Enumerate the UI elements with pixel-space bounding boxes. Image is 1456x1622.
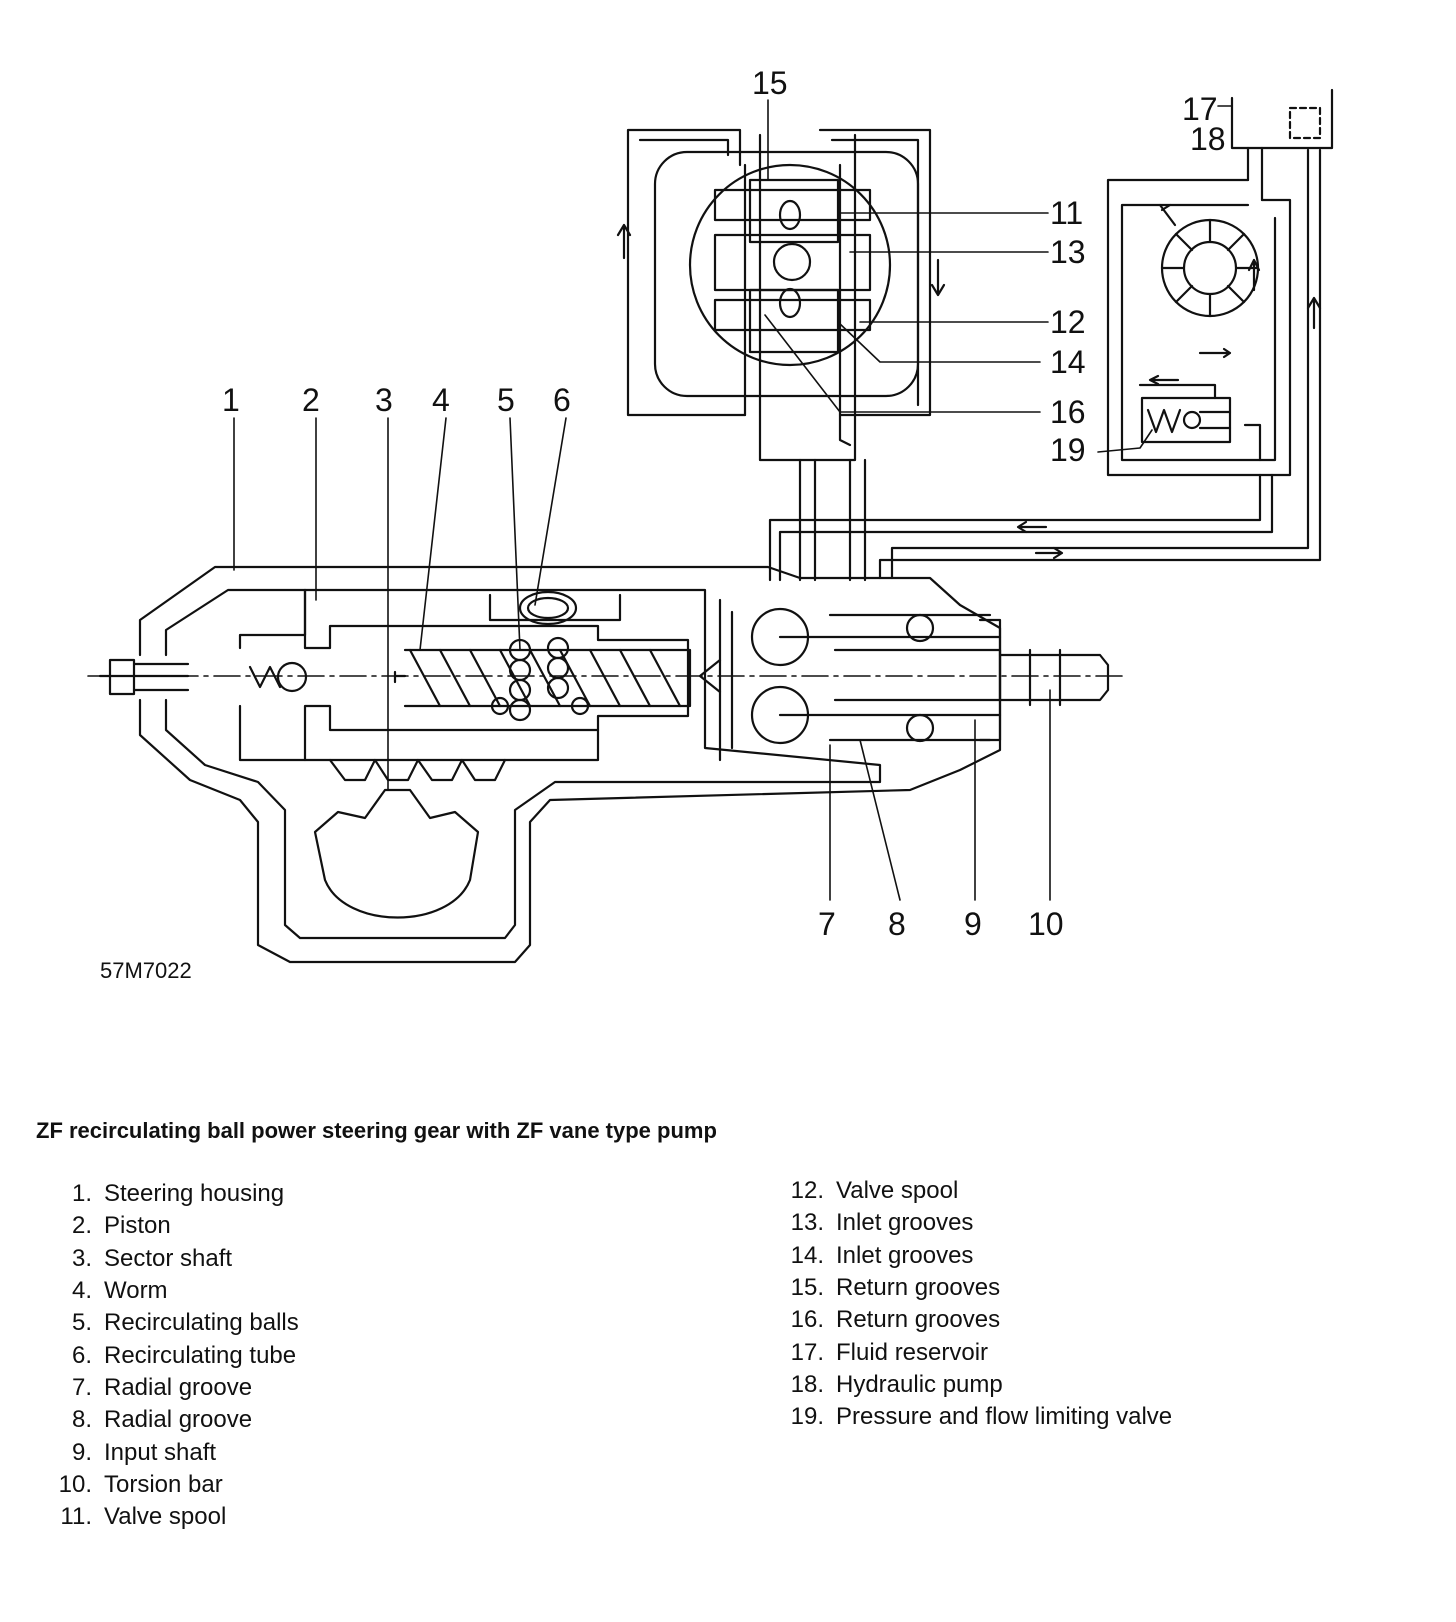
legend-item-number: 6. xyxy=(71,1341,92,1369)
legend-item-label: Inlet grooves xyxy=(836,1209,974,1237)
callout-9: 9 xyxy=(964,906,982,942)
legend-item-label: Fluid reservoir xyxy=(836,1338,989,1366)
callout-labels: 1 2 3 4 5 6 7 8 9 10 11 12 13 14 15 16 1… xyxy=(100,65,1226,983)
legend-item: 1. Steering housing xyxy=(48,1178,299,1210)
callout-3: 3 xyxy=(375,382,393,418)
callout-17: 17 xyxy=(1182,91,1218,127)
legend-item-label: Torsion bar xyxy=(104,1470,223,1498)
callout-6: 6 xyxy=(553,382,571,418)
legend-item-number: 15. xyxy=(790,1274,824,1302)
legend-item-label: Hydraulic pump xyxy=(836,1370,1003,1398)
reference-code: 57M7022 xyxy=(100,958,192,983)
legend-item-label: Steering housing xyxy=(104,1180,285,1208)
control-valve xyxy=(616,128,946,582)
legend-item-number: 18. xyxy=(790,1370,824,1398)
steering-housing xyxy=(138,565,1002,964)
legend-item-label: Recirculating balls xyxy=(104,1309,299,1337)
legend-item: 2. Piston xyxy=(48,1210,299,1242)
recirculating-tube xyxy=(488,590,622,626)
callout-10: 10 xyxy=(1028,906,1064,942)
leader-lines xyxy=(233,99,1233,901)
legend-item-label: Radial groove xyxy=(104,1406,253,1434)
legend-item: 8. Radial groove xyxy=(48,1404,299,1436)
legend-item-number: 14. xyxy=(790,1241,824,1269)
legend-item-label: Sector shaft xyxy=(104,1244,233,1272)
legend-item-label: Radial groove xyxy=(104,1373,253,1401)
callout-14: 14 xyxy=(1050,344,1086,380)
callout-19: 19 xyxy=(1050,432,1086,468)
figure-caption: ZF recirculating ball power steering gea… xyxy=(36,1118,717,1143)
legend-item-number: 11. xyxy=(60,1503,92,1531)
legend-item: 18. Hydraulic pump xyxy=(782,1369,1172,1401)
callout-15: 15 xyxy=(752,65,788,101)
legend-item: 6. Recirculating tube xyxy=(48,1339,299,1371)
legend-item: 15. Return grooves xyxy=(782,1272,1172,1304)
legend-item: 10. Torsion bar xyxy=(48,1469,299,1501)
legend-item-number: 1. xyxy=(71,1180,92,1208)
legend-item: 16. Return grooves xyxy=(782,1304,1172,1336)
legend-item-number: 8. xyxy=(71,1406,92,1434)
legend-item-label: Valve spool xyxy=(836,1177,959,1205)
legend-item: 9. Input shaft xyxy=(48,1436,299,1468)
legend-item-number: 5. xyxy=(71,1309,92,1337)
callout-16: 16 xyxy=(1050,394,1086,430)
legend-item-number: 10. xyxy=(58,1470,92,1498)
callout-13: 13 xyxy=(1050,234,1086,270)
legend-item-number: 4. xyxy=(71,1277,92,1305)
legend-item-number: 9. xyxy=(71,1438,92,1466)
legend-item-label: Recirculating tube xyxy=(104,1341,297,1369)
legend-item-number: 16. xyxy=(790,1306,824,1334)
legend-item-label: Inlet grooves xyxy=(836,1241,974,1269)
piston xyxy=(238,588,690,782)
legend-left-column: 1. Steering housing 2. Piston 3. Sector shaft… xyxy=(48,1178,299,1533)
callout-5: 5 xyxy=(497,382,515,418)
legend-item-number: 12. xyxy=(790,1177,824,1205)
legend-item: 19. Pressure and flow limiting valve xyxy=(782,1401,1173,1433)
callout-11: 11 xyxy=(1050,195,1083,231)
valve-body xyxy=(698,598,1002,762)
hydraulic-pump xyxy=(1106,178,1292,477)
legend-item-number: 2. xyxy=(71,1212,92,1240)
legend-right-column: 12. Valve spool 13. Inlet grooves 14. Inlet g… xyxy=(782,1175,1173,1433)
legend-item-label: Worm xyxy=(104,1277,168,1305)
legend-item-label: Pressure and flow limiting valve xyxy=(836,1403,1173,1431)
legend-item: 4. Worm xyxy=(48,1275,299,1307)
legend-item: 12. Valve spool xyxy=(782,1175,1172,1207)
adjuster-screw xyxy=(98,658,308,696)
sector-shaft xyxy=(313,788,480,919)
callout-7: 7 xyxy=(818,906,836,942)
callout-4: 4 xyxy=(432,382,450,418)
legend-item-label: Valve spool xyxy=(104,1503,227,1531)
legend-item-number: 13. xyxy=(790,1209,824,1237)
legend-item-number: 7. xyxy=(71,1373,92,1401)
legend-item: 13. Inlet grooves xyxy=(782,1207,1172,1239)
legend-item-number: 19. xyxy=(790,1403,824,1431)
legend-item-label: Input shaft xyxy=(104,1438,217,1466)
legend-item-label: Piston xyxy=(104,1212,171,1240)
legend-item-number: 17. xyxy=(790,1338,824,1366)
worm xyxy=(393,648,692,708)
legend-item: 7. Radial groove xyxy=(48,1372,299,1404)
legend-item-number: 3. xyxy=(71,1244,92,1272)
callout-12: 12 xyxy=(1050,304,1086,340)
legend-item: 11. Valve spool xyxy=(48,1501,299,1533)
pipework xyxy=(768,148,1322,582)
legend-item: 3. Sector shaft xyxy=(48,1243,299,1275)
legend-item: 17. Fluid reservoir xyxy=(782,1336,1172,1368)
callout-1: 1 xyxy=(222,382,240,418)
callout-8: 8 xyxy=(888,906,906,942)
fluid-reservoir xyxy=(1230,88,1334,330)
recirculating-balls xyxy=(490,636,590,722)
legend-item: 5. Recirculating balls xyxy=(48,1307,299,1339)
legend-item: 14. Inlet grooves xyxy=(782,1240,1172,1272)
pressure-limiting-valve xyxy=(1138,374,1262,462)
callout-2: 2 xyxy=(302,382,320,418)
callout-18: 18 xyxy=(1190,121,1226,157)
steering-gear-diagram: 1 2 3 4 5 6 7 8 9 10 11 12 13 14 15 16 1… xyxy=(87,65,1334,983)
input-shaft xyxy=(978,618,1110,742)
legend-item-label: Return grooves xyxy=(836,1274,1001,1302)
legend-item-label: Return grooves xyxy=(836,1306,1001,1334)
